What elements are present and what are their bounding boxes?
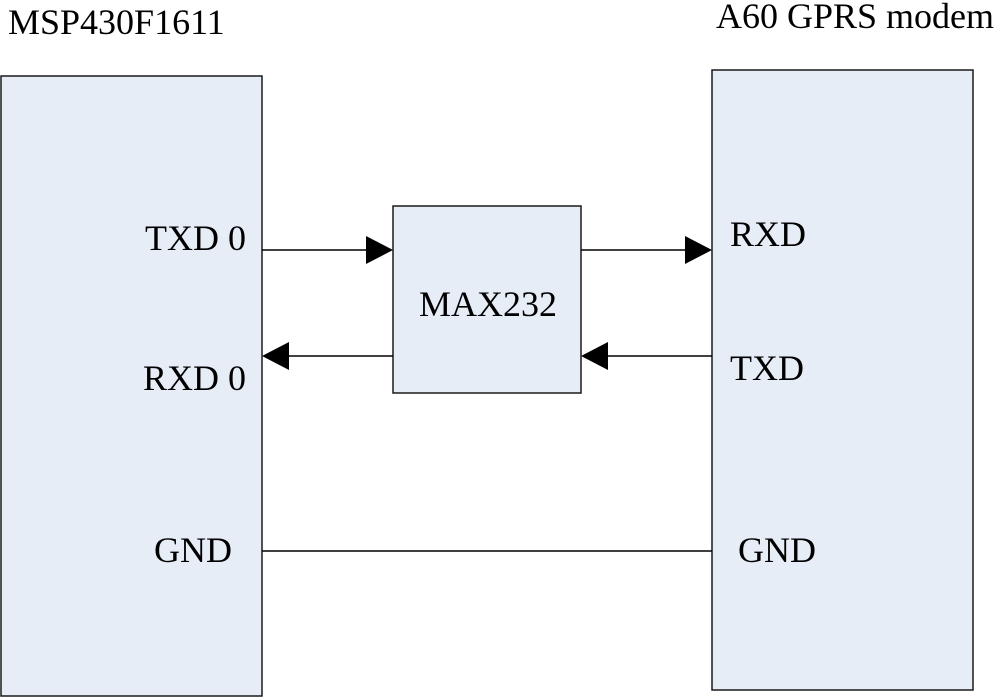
modem-title: A60 GPRS modem — [716, 0, 994, 36]
mcu-pin-txd: TXD 0 — [145, 218, 246, 258]
mcu-pin-gnd: GND — [154, 530, 232, 570]
max232-label: MAX232 — [419, 284, 557, 324]
arrow-into-modem-rxd — [685, 236, 712, 264]
modem-pin-gnd: GND — [738, 530, 816, 570]
mcu-pin-rxd: RXD 0 — [143, 358, 246, 398]
modem-pin-rxd: RXD — [730, 214, 806, 254]
modem-pin-txd: TXD — [730, 348, 804, 388]
modem-block — [711, 69, 974, 691]
max232-block — [392, 205, 582, 394]
arrow-into-max232-from-modem — [581, 342, 608, 370]
mcu-title: MSP430F1611 — [8, 2, 225, 42]
arrow-into-max232 — [366, 236, 393, 264]
mcu-block — [0, 75, 263, 697]
arrow-into-mcu-rxd — [262, 342, 289, 370]
